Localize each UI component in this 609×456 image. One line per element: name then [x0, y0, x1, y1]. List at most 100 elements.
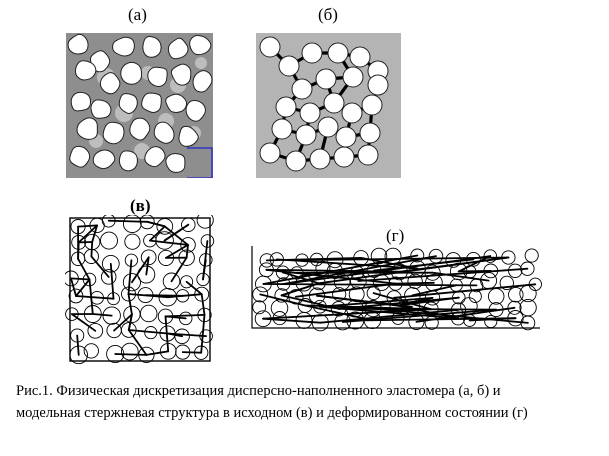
rod: [90, 241, 94, 258]
rod: [163, 225, 189, 246]
rod: [145, 350, 170, 356]
node-circle: [196, 215, 214, 229]
filler-particle: [141, 92, 162, 113]
rod: [319, 309, 460, 324]
rod: [149, 239, 189, 246]
rod: [259, 293, 306, 307]
rod: [127, 293, 133, 316]
node-circle: [348, 286, 365, 303]
rod: [262, 254, 419, 285]
filler-particles-b: [259, 36, 389, 172]
node-circle: [120, 342, 139, 361]
rod: [127, 313, 133, 331]
rod: [457, 255, 492, 273]
filler-particle: [170, 63, 192, 86]
node-circle: [139, 304, 158, 323]
caption-line-1: Рис.1. Физическая дискретизация дисперсн…: [16, 383, 501, 399]
filler-particle: [333, 146, 355, 168]
rod: [316, 294, 399, 307]
node-circle: [499, 275, 514, 291]
filler-particle: [327, 42, 349, 64]
rod: [77, 257, 91, 281]
node-circle: [410, 248, 425, 263]
rod: [70, 277, 91, 281]
rod: [304, 304, 374, 322]
node-circle: [174, 328, 190, 345]
node-circle: [124, 233, 141, 250]
node-circle: [100, 231, 118, 250]
rod: [88, 278, 94, 315]
filler-particle: [349, 46, 371, 68]
rods-g: [259, 254, 537, 324]
node-circle: [524, 248, 539, 263]
node-circle: [508, 286, 524, 303]
node-circle: [274, 288, 289, 303]
filler-particle: [192, 70, 213, 93]
rod: [319, 305, 460, 320]
rod: [282, 255, 437, 285]
filler-particle: [67, 33, 89, 55]
rod: [262, 308, 432, 320]
panel-label-a: (а): [128, 5, 147, 24]
filler-particle: [165, 153, 186, 173]
rod: [145, 256, 150, 276]
filler-particle: [317, 116, 339, 138]
filler-particle: [301, 42, 323, 64]
rod: [398, 256, 510, 273]
rod: [200, 314, 206, 354]
rod: [200, 293, 206, 316]
rod: [431, 271, 490, 282]
rod: [185, 280, 203, 296]
rod: [181, 351, 203, 354]
rod: [164, 315, 170, 353]
panel-label-v: (в): [130, 196, 151, 215]
filler-particle: [118, 93, 138, 114]
rod: [127, 329, 148, 356]
rod: [107, 219, 149, 223]
rod: [265, 256, 362, 262]
rod: [71, 313, 97, 332]
rod: [77, 241, 80, 260]
rod: [91, 313, 113, 317]
node-circle: [83, 343, 99, 359]
node-circle: [370, 247, 388, 265]
rod: [319, 297, 434, 308]
node-circle: [140, 249, 157, 266]
node-circle: [180, 275, 194, 289]
rod: [202, 259, 207, 281]
node-circle: [484, 314, 498, 329]
rod: [131, 256, 150, 284]
filler-particle: [120, 61, 143, 85]
filler-particle: [357, 144, 379, 166]
rod: [75, 278, 91, 297]
rod: [91, 224, 98, 243]
filler-particle: [92, 149, 116, 170]
rod: [70, 277, 77, 297]
node-circle: [100, 269, 117, 285]
rod: [163, 223, 190, 242]
rod: [170, 256, 188, 283]
rod: [114, 353, 148, 356]
filler-particle: [361, 94, 383, 116]
rod: [304, 304, 432, 311]
rod: [373, 258, 475, 272]
filler-particle: [285, 150, 307, 172]
figure-caption: Рис.1. Физическая дискретизация дисперсн…: [16, 380, 593, 424]
filler-particle: [76, 117, 98, 140]
filler-particle: [299, 102, 321, 124]
rod: [281, 271, 320, 285]
node-circle: [332, 287, 347, 302]
panel-label-b: (б): [318, 5, 338, 24]
filler-particle: [335, 126, 357, 148]
filler-particle: [118, 150, 138, 172]
node-circle: [122, 215, 142, 234]
node-circle: [407, 273, 423, 290]
filler-particle: [295, 124, 317, 146]
filler-particle: [74, 60, 97, 81]
rod: [394, 281, 435, 285]
node-circle: [507, 300, 522, 315]
rods-v: [70, 219, 209, 356]
filler-particle: [102, 121, 125, 145]
filler-particle: [275, 96, 297, 118]
filler-particle: [342, 66, 364, 88]
